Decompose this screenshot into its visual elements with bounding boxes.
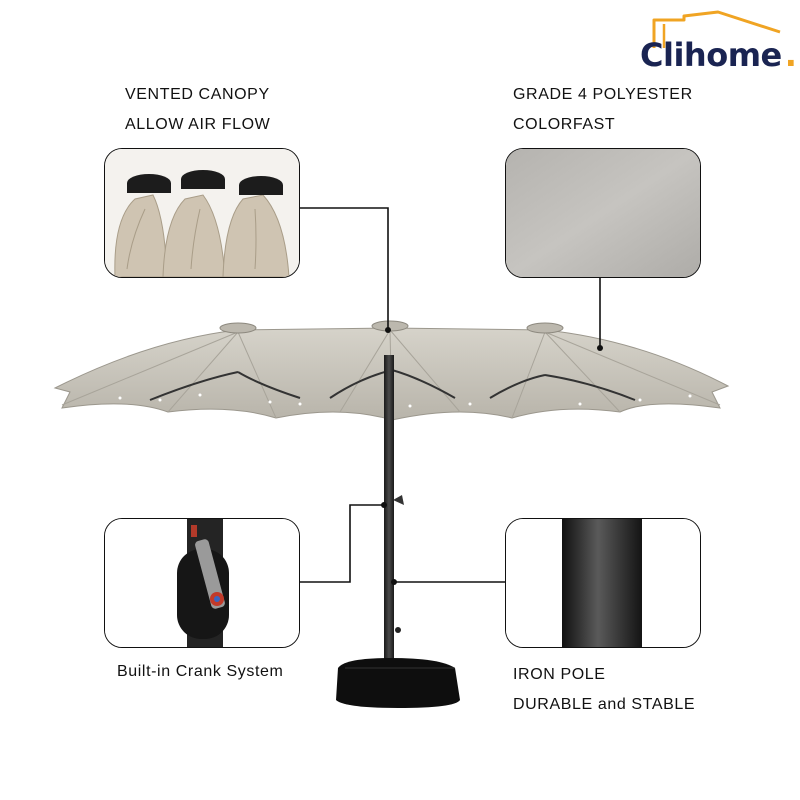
- polyester-fabric-photo: [506, 149, 700, 277]
- polyester-callout: [505, 148, 701, 278]
- vented-canopy-line2: ALLOW AIR FLOW: [125, 116, 271, 133]
- pole-crank-handle: [393, 495, 404, 505]
- vented-canopy-text: VENTED CANOPY ALLOW AIR FLOW: [125, 80, 270, 140]
- logo-c-glyph: C: [640, 36, 663, 74]
- vented-canopy-line1: VENTED CANOPY: [125, 86, 270, 103]
- vented-canopy-photo: [105, 149, 299, 277]
- pole-text: IRON POLE DURABLE and STABLE: [513, 660, 695, 720]
- polyester-line2: COLORFAST: [513, 116, 616, 133]
- crank-text: Built-in Crank System: [117, 657, 283, 687]
- house-roof-icon: [652, 10, 781, 48]
- pole-line1: IRON POLE: [513, 666, 606, 683]
- crank-line1: Built-in Crank System: [117, 663, 284, 680]
- iron-pole-photo: [506, 519, 700, 647]
- umbrella-base: [336, 658, 460, 708]
- polyester-text: GRADE 4 POLYESTER COLORFAST: [513, 80, 693, 140]
- logo-wordmark: lihome: [662, 36, 782, 74]
- brand-logo: C lihome .: [640, 10, 797, 74]
- crank-callout: [104, 518, 300, 648]
- vented-canopy-callout: [104, 148, 300, 278]
- pole-line2: DURABLE and STABLE: [513, 696, 696, 713]
- crank-photo: [105, 519, 299, 647]
- logo-dot: .: [784, 36, 797, 74]
- pole-callout: [505, 518, 701, 648]
- umbrella-pole: [384, 355, 394, 685]
- polyester-line1: GRADE 4 POLYESTER: [513, 86, 693, 103]
